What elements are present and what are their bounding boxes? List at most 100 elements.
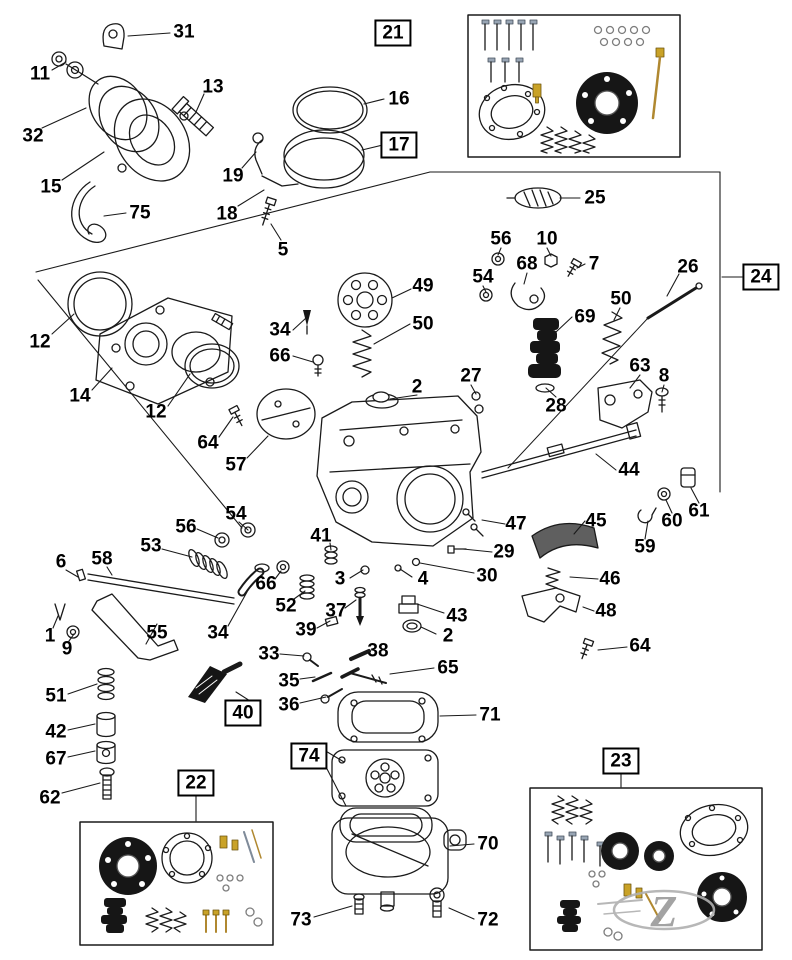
plug-2-bottom — [402, 619, 422, 633]
spring-46 — [545, 567, 561, 589]
kit23-diaphragm — [697, 872, 747, 922]
screw-7 — [566, 257, 583, 277]
kit21-diaphragm — [576, 72, 638, 134]
washer-56-top — [491, 252, 505, 266]
choke-disc-57 — [256, 388, 316, 440]
washer-60 — [657, 487, 671, 501]
kit21-needle — [651, 47, 665, 120]
jet-34-top — [303, 310, 311, 335]
lever-55 — [91, 593, 179, 661]
bracket-31 — [102, 23, 125, 50]
spring-50-right — [601, 311, 623, 365]
kit22-diaphragm — [99, 837, 157, 895]
plug-66-bottom — [276, 560, 290, 574]
kit21-jet — [532, 83, 542, 104]
valve-seat-43 — [398, 595, 419, 614]
kit-box-23 — [529, 787, 763, 951]
choke-knob-40 — [188, 661, 243, 703]
kit21-o-rings — [593, 25, 651, 47]
needle-valve-37 — [354, 586, 366, 626]
nut-10 — [544, 253, 558, 268]
clamp-ring-16 — [292, 86, 368, 134]
washers-11 — [51, 51, 99, 85]
screw-36 — [320, 688, 343, 704]
screws-47 — [462, 508, 484, 537]
rubber-boot-69 — [528, 318, 561, 378]
screw-62 — [99, 767, 115, 800]
screw-72 — [429, 887, 445, 918]
kit23-springs — [551, 795, 593, 825]
seat-39 — [324, 615, 339, 627]
washer-54-mid — [240, 522, 256, 538]
group-boundary-24 — [35, 171, 721, 529]
kit22-springs — [145, 907, 187, 933]
kit-box-22 — [79, 821, 274, 946]
pin-4 — [394, 564, 402, 572]
pin-38 — [349, 649, 371, 661]
screw-5 — [261, 196, 277, 226]
washer-56-mid — [214, 532, 230, 548]
clip-59 — [637, 507, 657, 524]
cotter-pin-1 — [54, 603, 66, 621]
spacer-61 — [680, 467, 696, 488]
kit22-o-rings — [216, 874, 244, 892]
kit23-screws — [544, 831, 605, 867]
kit21-gasket — [478, 83, 546, 141]
o-ring-12-right — [184, 343, 240, 389]
washers-27 — [471, 391, 484, 414]
gasket-74 — [339, 807, 433, 843]
top-cover-49 — [337, 272, 393, 328]
spring-seat-28 — [535, 383, 555, 393]
screw-73 — [353, 893, 365, 915]
vent-filter-25 — [506, 187, 562, 209]
watermark-z: Z — [650, 887, 678, 936]
kit22-gasket — [161, 832, 213, 884]
kit22-screws — [202, 909, 230, 933]
zodiac-logo: Z — [597, 887, 716, 936]
spring-51 — [97, 667, 115, 701]
kit22-needles — [243, 829, 262, 863]
screw-66-top — [312, 354, 324, 377]
clamp-lever-19 — [252, 132, 264, 175]
needle-26 — [507, 282, 703, 469]
intake-boot-15 — [88, 75, 191, 182]
clamp-band-17 — [283, 129, 365, 189]
pin-30 — [411, 557, 421, 567]
screw-64-left — [228, 404, 243, 427]
cup-67 — [96, 740, 116, 765]
kit22-jets — [219, 835, 239, 851]
screw-8 — [655, 387, 669, 413]
retainer-wire-75 — [71, 181, 107, 243]
screw-33 — [302, 652, 319, 667]
shaft-58 — [75, 568, 235, 605]
spring-53 — [188, 548, 228, 580]
carburetor-body — [316, 391, 482, 547]
kit23-gasket — [679, 803, 749, 857]
spring-41 — [324, 545, 338, 565]
kit-box-21 — [467, 14, 681, 158]
kit22-boot — [101, 898, 127, 933]
ball-3 — [360, 565, 370, 575]
elbow-34-bottom — [237, 563, 270, 597]
kit23-boot — [557, 900, 581, 932]
t-screw-65 — [340, 667, 387, 685]
o-ring-12-left — [67, 271, 133, 337]
spacer-42 — [96, 711, 116, 738]
bolt-13 — [171, 95, 215, 137]
float-bowl-70 — [331, 817, 467, 912]
cover-45 — [531, 522, 599, 559]
spring-52 — [299, 574, 315, 600]
kit23-seals — [601, 832, 674, 871]
throttle-shaft-44 — [481, 422, 642, 479]
clamp-lever-18 — [261, 175, 299, 187]
kit21-springs — [540, 126, 596, 154]
choke-bracket-68 — [510, 282, 546, 311]
diaphragm-plate-74 — [331, 749, 439, 807]
kit21-screws — [481, 19, 538, 83]
bracket-48 — [521, 587, 581, 623]
bracket-63 — [597, 379, 653, 429]
gasket-71 — [337, 691, 439, 743]
screw-64-right — [580, 637, 595, 660]
